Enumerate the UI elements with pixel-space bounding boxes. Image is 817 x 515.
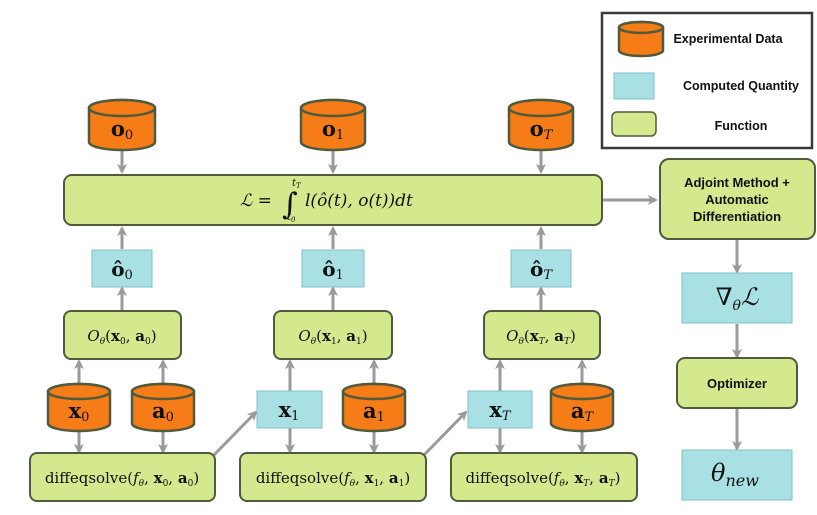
svg-text:diffeqsolve(fθ, x0, a0): diffeqsolve(fθ, x0, a0) (45, 469, 199, 489)
cylinder-lid (46, 382, 112, 401)
svg-text:xT: xT (489, 397, 512, 424)
cylinder-label: x0 (69, 398, 90, 425)
loss-upper-limit: tT (292, 178, 302, 190)
computed-swatch-icon (613, 72, 655, 100)
cylinder-lid (87, 98, 157, 118)
state-x0: x0 (46, 382, 112, 433)
cylinder-lid (507, 98, 575, 118)
svg-text:Oθ(xT, aT): Oθ(xT, aT) (506, 327, 576, 347)
legend-label-computed: Computed Quantity (683, 79, 799, 93)
legend-label-function: Function (715, 119, 768, 133)
svg-text:Differentiation: Differentiation (693, 209, 781, 224)
function-swatch-icon (611, 111, 657, 137)
svg-text:Adjoint Method +: Adjoint Method + (684, 175, 790, 190)
loss-lhs: ℒ = (240, 191, 272, 211)
cylinder-label: a1 (363, 398, 385, 425)
loss-integral-sign: ∫ (282, 187, 298, 222)
solver-box-1: diffeqsolve(fθ, x1, a1) (239, 452, 427, 502)
cylinder-label: aT (571, 398, 595, 425)
svg-text:∇θℒ: ∇θℒ (716, 283, 759, 314)
loss-rhs: l(ô(t), o(t))dt (305, 191, 413, 211)
observation-oT: oT (507, 98, 575, 152)
svg-text:diffeqsolve(fθ, x1, a1): diffeqsolve(fθ, x1, a1) (256, 469, 410, 489)
cylinder-lid (130, 382, 196, 401)
theta-new-box: θnew (681, 449, 793, 501)
cylinder-label: a0 (152, 398, 174, 425)
legend-label-experimental: Experimental Data (673, 32, 783, 46)
prediction-ohat0: ô0 (91, 249, 153, 288)
cylinder-label: o0 (111, 116, 133, 143)
cylinder-lid (617, 20, 665, 35)
svg-text:Automatic: Automatic (705, 192, 769, 207)
legend-item-function: Function (611, 111, 768, 137)
svg-text:Oθ(x0, a0): Oθ(x0, a0) (87, 327, 156, 347)
arrow-solver0-to-x1 (212, 410, 258, 457)
loss-lower-limit: t0 (287, 212, 296, 224)
solver-box-0: diffeqsolve(fθ, x0, a0) (29, 452, 216, 502)
svg-text:θnew: θnew (711, 459, 759, 490)
arrow-solver1-to-xT (422, 410, 468, 457)
legend: Experimental Data Computed Quantity Func… (600, 11, 814, 150)
adjoint-method-box: Adjoint Method + Automatic Differentiati… (659, 158, 816, 240)
arrows (74, 149, 742, 457)
observation-function-1: Oθ(x1, a1) (273, 310, 393, 360)
state-x1: x1 (256, 390, 323, 429)
prediction-ohatT: ôT (510, 249, 572, 288)
svg-text:x1: x1 (279, 397, 300, 424)
optimizer-box: Optimizer (676, 357, 798, 409)
observation-function-T: Oθ(xT, aT) (483, 310, 601, 360)
cylinder-label: oT (530, 116, 554, 143)
observation-o1: o1 (299, 98, 367, 152)
prediction-ohat1: ô1 (301, 249, 365, 288)
svg-text:ô0: ô0 (111, 257, 133, 283)
svg-text:ô1: ô1 (322, 257, 344, 283)
svg-text:ôT: ôT (530, 257, 553, 283)
cylinder-lid (299, 98, 367, 118)
loss-function-box: ℒ = ∫ tT t0 l(ô(t), o(t))dt (63, 174, 603, 226)
solver-box-T: diffeqsolve(fθ, xT, aT) (450, 452, 638, 502)
cylinder-label: o1 (322, 116, 344, 143)
state-xT: xT (467, 390, 533, 429)
svg-text:diffeqsolve(fθ, xT, aT): diffeqsolve(fθ, xT, aT) (466, 469, 621, 489)
svg-text:Optimizer: Optimizer (707, 376, 767, 391)
gradient-box: ∇θℒ (681, 272, 793, 324)
action-a0: a0 (130, 382, 196, 433)
action-aT: aT (549, 382, 615, 433)
observation-o0: o0 (87, 98, 157, 152)
legend-item-experimental: Experimental Data (617, 20, 784, 58)
observation-function-0: Oθ(x0, a0) (63, 310, 182, 360)
action-a1: a1 (341, 382, 407, 433)
legend-item-computed: Computed Quantity (613, 72, 799, 100)
cylinder-lid (341, 382, 407, 401)
cylinder-lid (549, 382, 615, 401)
svg-text:Oθ(x1, a1): Oθ(x1, a1) (298, 327, 367, 347)
cylinder-icon (617, 20, 665, 58)
